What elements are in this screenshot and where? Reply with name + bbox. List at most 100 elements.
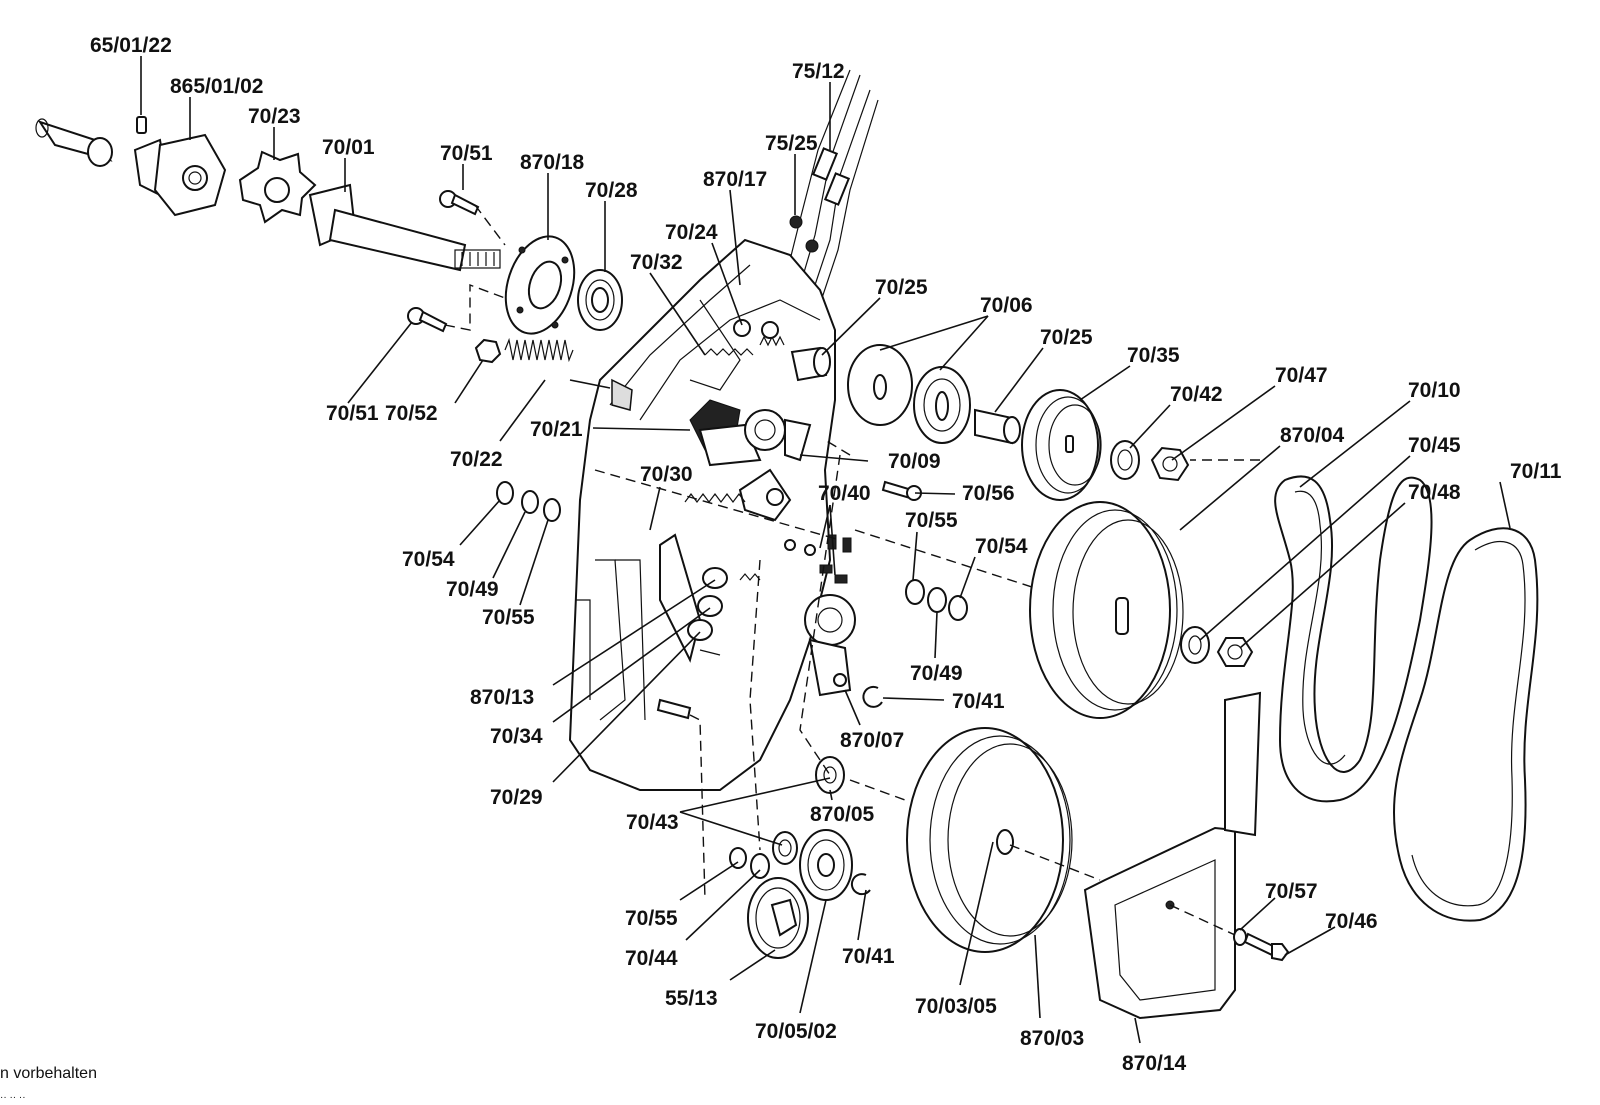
washer-part bbox=[948, 595, 968, 621]
drive-pulley-part bbox=[906, 727, 1073, 953]
nut-part bbox=[733, 319, 779, 339]
part-label: 70/09 bbox=[888, 450, 941, 473]
compression-spring-part bbox=[504, 337, 611, 389]
bearing-flange-part bbox=[504, 235, 576, 335]
washer-part bbox=[823, 766, 837, 784]
part-label: 70/05/02 bbox=[755, 1020, 837, 1043]
part-label: 55/13 bbox=[665, 987, 718, 1010]
part-label: 870/17 bbox=[703, 168, 767, 191]
part-label: 870/18 bbox=[520, 151, 585, 174]
lever-plate-part bbox=[689, 399, 812, 467]
part-label: 70/29 bbox=[490, 786, 543, 809]
bushing-part bbox=[974, 408, 1021, 445]
part-label: 70/32 bbox=[630, 251, 683, 274]
part-label: 70/54 bbox=[975, 535, 1028, 558]
part-label: 870/05 bbox=[810, 803, 875, 826]
part-label: 75/12 bbox=[792, 60, 845, 83]
circlip-part bbox=[862, 685, 883, 708]
part-label: 70/45 bbox=[1408, 434, 1461, 457]
bolt-part bbox=[881, 480, 922, 501]
part-label: 70/11 bbox=[1510, 460, 1562, 483]
nut-part bbox=[1150, 446, 1190, 482]
part-label: 70/22 bbox=[450, 448, 503, 471]
part-label: 70/43 bbox=[626, 811, 679, 834]
washer-part bbox=[913, 366, 971, 444]
washer-part bbox=[815, 756, 845, 794]
part-label: 75/25 bbox=[765, 132, 818, 155]
small-spring-part bbox=[739, 573, 761, 581]
tensioner-part bbox=[804, 594, 856, 697]
large-pulley-part bbox=[1029, 501, 1184, 719]
v-belt-part bbox=[1274, 475, 1433, 803]
washer-part bbox=[543, 498, 561, 522]
stud-part bbox=[656, 698, 692, 720]
star-element-part bbox=[238, 150, 317, 224]
part-label: 70/44 bbox=[625, 947, 678, 970]
part-label: 865/01/02 bbox=[170, 75, 263, 98]
part-label: 70/01 bbox=[322, 136, 375, 159]
tension-spring-part bbox=[684, 493, 746, 503]
part-label: 70/52 bbox=[385, 402, 438, 425]
part-label: 65/01/22 bbox=[90, 34, 172, 57]
footer-note: n vorbehalten ·· ·· ·· bbox=[0, 1065, 97, 1103]
part-label: 70/41 bbox=[952, 690, 1005, 713]
part-label: 70/49 bbox=[446, 578, 499, 601]
coupling-hub-part bbox=[133, 133, 227, 217]
leader-lines bbox=[140, 56, 1511, 1044]
gear-part bbox=[747, 877, 809, 959]
pulley-part bbox=[1021, 389, 1102, 501]
washer-part bbox=[778, 839, 792, 857]
washer-part bbox=[772, 831, 798, 865]
small-fasteners-part bbox=[784, 534, 852, 584]
v-belt-part bbox=[1392, 527, 1539, 922]
part-label: 70/46 bbox=[1325, 910, 1378, 933]
part-label: 70/06 bbox=[980, 294, 1033, 317]
washer-part bbox=[750, 853, 770, 879]
part-labels: 65/01/22 865/01/02 70/23 70/01 70/51 870… bbox=[90, 34, 1562, 1075]
washer-part bbox=[927, 587, 947, 613]
belt-guard-part bbox=[1083, 691, 1262, 1020]
part-label: 870/03 bbox=[1020, 1027, 1084, 1050]
part-label: 70/23 bbox=[248, 105, 301, 128]
part-label: 70/56 bbox=[962, 482, 1015, 505]
bolt-part bbox=[1243, 932, 1290, 962]
part-label: 70/24 bbox=[665, 221, 718, 244]
part-label: 70/34 bbox=[490, 725, 543, 748]
washer-part bbox=[496, 481, 514, 505]
washer-part bbox=[847, 344, 913, 426]
part-label: 70/28 bbox=[585, 179, 638, 202]
part-label: 70/55 bbox=[625, 907, 678, 930]
part-label: 70/25 bbox=[875, 276, 928, 299]
part-label: 870/04 bbox=[1280, 424, 1345, 447]
part-label: 70/47 bbox=[1275, 364, 1328, 387]
circlip-part bbox=[850, 873, 871, 896]
part-label: 870/13 bbox=[470, 686, 534, 709]
part-label: 70/25 bbox=[1040, 326, 1093, 349]
part-label: 70/57 bbox=[1265, 880, 1318, 903]
washer-part bbox=[905, 579, 925, 605]
bracket-part bbox=[738, 468, 792, 522]
washer-part bbox=[1180, 626, 1210, 664]
tube-part bbox=[35, 118, 113, 167]
roller-bracket-part bbox=[659, 533, 728, 663]
footer-line-2: ·· ·· ·· bbox=[0, 1092, 26, 1103]
part-label: 70/10 bbox=[1408, 379, 1461, 402]
washer-part bbox=[1117, 449, 1133, 471]
screw-part bbox=[407, 307, 448, 333]
washer-part bbox=[1110, 440, 1140, 480]
part-label: 70/40 bbox=[818, 482, 871, 505]
screw-part bbox=[439, 190, 480, 216]
part-label: 70/41 bbox=[842, 945, 895, 968]
part-label: 70/30 bbox=[640, 463, 693, 486]
shaft-part bbox=[308, 183, 501, 272]
part-label: 70/35 bbox=[1127, 344, 1180, 367]
parts-drawing bbox=[35, 69, 1539, 1020]
part-label: 70/48 bbox=[1408, 481, 1461, 504]
ball-bearing-part bbox=[577, 269, 623, 331]
part-label: 870/14 bbox=[1122, 1052, 1187, 1075]
nut-part bbox=[474, 338, 502, 364]
washer-part bbox=[521, 490, 539, 514]
part-label: 70/51 bbox=[326, 402, 379, 425]
part-label: 70/42 bbox=[1170, 383, 1223, 406]
